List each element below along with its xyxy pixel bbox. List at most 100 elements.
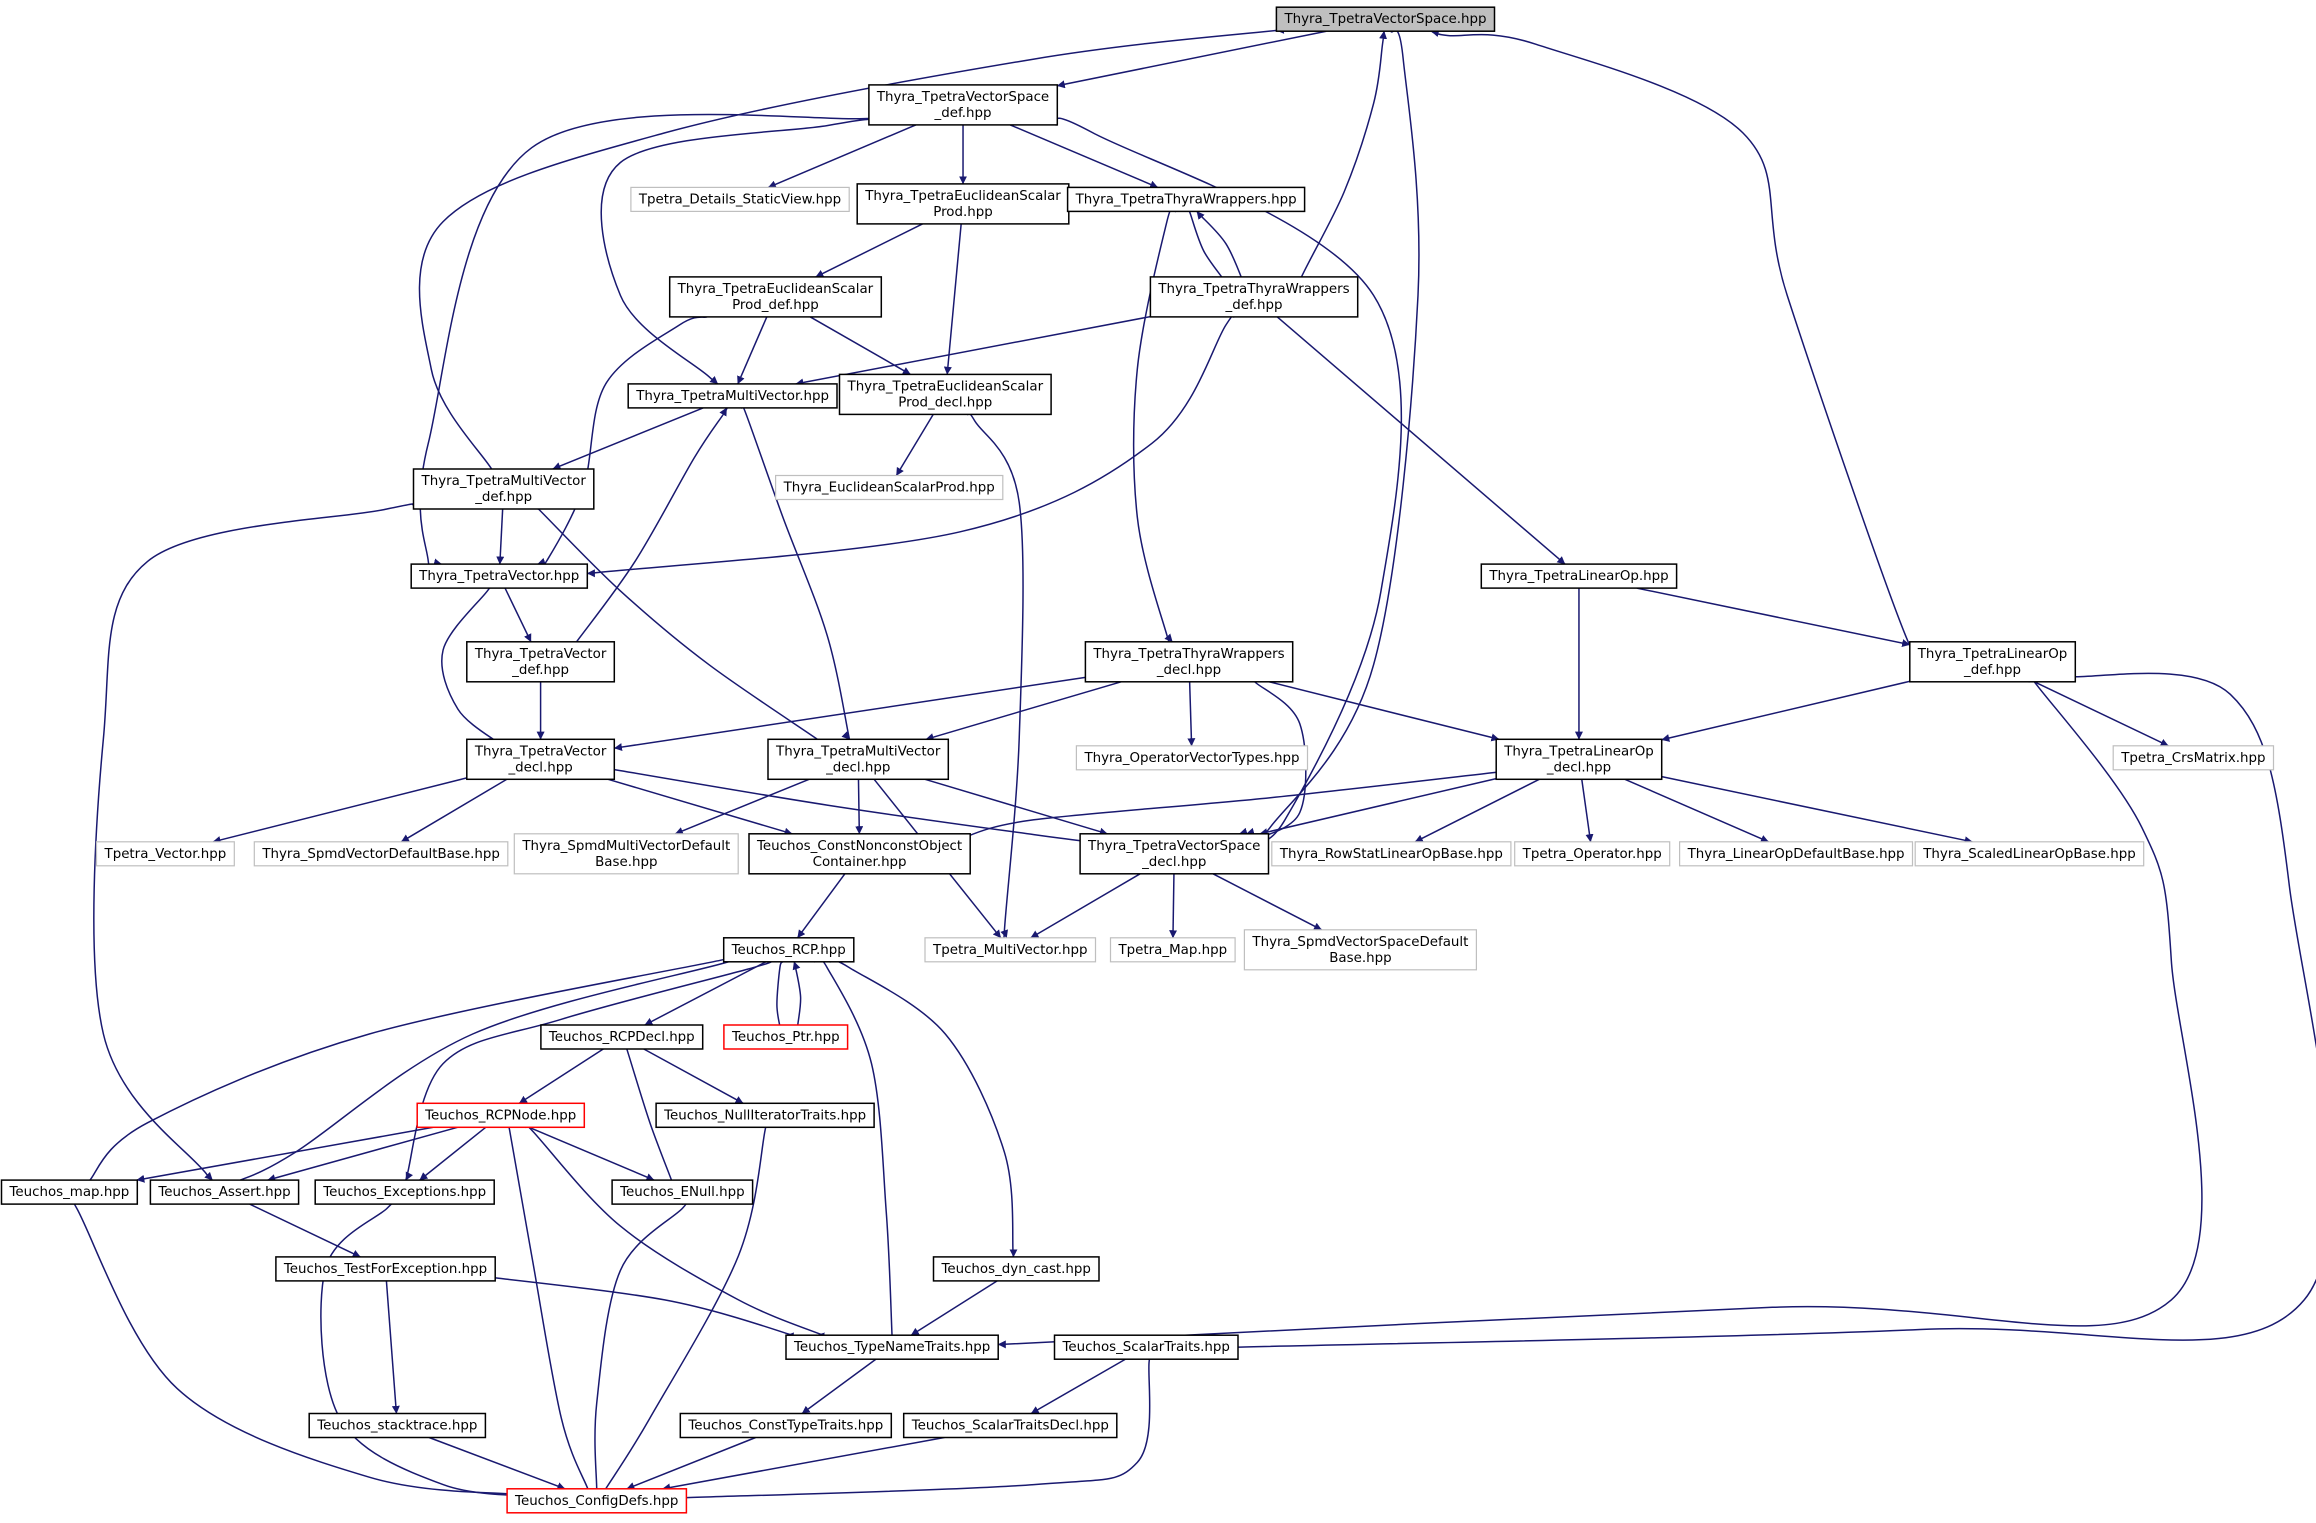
file-node-box — [410, 563, 589, 589]
file-node-box — [655, 1102, 875, 1129]
include-edge-tvsdef-to-ttw — [1009, 124, 1159, 189]
file-node-tvdef[interactable]: Thyra_TpetraVector_def.hpp — [466, 641, 616, 683]
file-node-label: Tpetra_Details_StaticView.hpp — [638, 192, 841, 207]
include-edge-tvsdef-to-tvsdecl — [1055, 117, 1403, 843]
file-node-label: Teuchos_dyn_cast.hpp — [940, 1262, 1091, 1277]
file-node-tmv[interactable]: Thyra_TpetraMultiVector.hpp — [627, 383, 838, 409]
file-node-rcpnode[interactable]: Teuchos_RCPNode.hpp — [416, 1102, 586, 1129]
file-node-tfe[interactable]: Teuchos_TestForException.hpp — [275, 1256, 496, 1282]
file-node-ttwdef[interactable]: Thyra_TpetraThyraWrappers_def.hpp — [1149, 276, 1359, 318]
include-edge-rcp-to-rcpdecl — [644, 961, 767, 1026]
file-node-label: Tpetra_MultiVector.hpp — [932, 943, 1088, 958]
file-node-box — [1109, 937, 1236, 963]
include-edge-tlodef-to-tvs — [1430, 29, 1928, 664]
file-node-label: Thyra_TpetraEuclideanScalar — [677, 282, 874, 297]
file-node-stack[interactable]: Teuchos_stacktrace.hpp — [308, 1412, 487, 1439]
file-node-tnt[interactable]: Teuchos_TypeNameTraits.hpp — [785, 1334, 999, 1360]
include-edge-tlodef-to-st — [1183, 672, 2316, 1352]
include-edge-exc-to-cfg — [320, 1201, 549, 1498]
file-node-box — [1079, 833, 1270, 875]
file-node-tlodef[interactable]: Thyra_TpetraLinearOp_def.hpp — [1909, 641, 2077, 683]
file-node-tpm[interactable]: Tpetra_Map.hpp — [1109, 937, 1236, 963]
file-node-ptr[interactable]: Teuchos_Ptr.hpp — [723, 1024, 849, 1050]
file-node-cfg[interactable]: Teuchos_ConfigDefs.hpp — [506, 1488, 688, 1514]
file-node-label: Teuchos_stacktrace.hpp — [316, 1419, 477, 1434]
file-node-tv[interactable]: Thyra_TpetraVector.hpp — [410, 563, 589, 589]
file-node-tmvdef[interactable]: Thyra_TpetraMultiVector_def.hpp — [412, 468, 595, 510]
file-node-box — [1075, 745, 1309, 771]
file-node-nit[interactable]: Teuchos_NullIteratorTraits.hpp — [655, 1102, 875, 1129]
include-edge-rcpnode-to-tnt — [522, 1121, 833, 1341]
file-node-label: Teuchos_ScalarTraitsDecl.hpp — [911, 1419, 1109, 1434]
file-node-rslob[interactable]: Thyra_RowStatLinearOpBase.hpp — [1271, 841, 1512, 867]
file-node-box — [314, 1179, 495, 1205]
file-node-ttw[interactable]: Thyra_TpetraThyraWrappers.hpp — [1066, 186, 1306, 213]
include-edge-ttwdecl-to-tlodecl — [1268, 681, 1500, 742]
include-edge-ttwdecl-to-tmvdecl — [925, 681, 1122, 741]
file-node-tvs[interactable]: Thyra_TpetraVectorSpace.hpp — [1275, 6, 1496, 32]
file-node-rcp[interactable]: Teuchos_RCP.hpp — [722, 937, 855, 963]
file-node-label: Teuchos_ConstNonconstObject — [756, 839, 962, 854]
file-node-tlo[interactable]: Thyra_TpetraLinearOp.hpp — [1480, 563, 1678, 589]
file-node-assert[interactable]: Teuchos_Assert.hpp — [149, 1179, 300, 1205]
file-node-label: _def.hpp — [474, 490, 532, 505]
file-node-label: Thyra_LinearOpDefaultBase.hpp — [1687, 847, 1905, 862]
file-node-label: Thyra_TpetraVectorSpace.hpp — [1283, 12, 1486, 27]
file-node-tmvdecl[interactable]: Thyra_TpetraMultiVector_decl.hpp — [767, 738, 950, 781]
include-edge-tvs-to-tvsdecl — [1245, 29, 1420, 843]
file-node-box — [95, 841, 235, 867]
file-node-box — [1480, 563, 1678, 589]
file-node-tvdecl[interactable]: Thyra_TpetraVector_decl.hpp — [466, 738, 616, 781]
file-node-label: Teuchos_ENull.hpp — [619, 1185, 745, 1200]
file-node-ovt[interactable]: Thyra_OperatorVectorTypes.hpp — [1075, 745, 1309, 771]
file-node-label: Teuchos_Assert.hpp — [157, 1185, 290, 1200]
file-node-enull[interactable]: Teuchos_ENull.hpp — [611, 1179, 754, 1205]
file-node-st[interactable]: Teuchos_ScalarTraits.hpp — [1053, 1334, 1239, 1360]
file-node-dyn[interactable]: Teuchos_dyn_cast.hpp — [932, 1256, 1100, 1282]
file-node-tpv[interactable]: Tpetra_Vector.hpp — [95, 841, 235, 867]
file-node-label: Teuchos_Ptr.hpp — [731, 1030, 840, 1045]
include-edge-tlodecl-to-lodb — [1624, 778, 1769, 843]
file-node-ttwdecl[interactable]: Thyra_TpetraThyraWrappers_decl.hpp — [1084, 641, 1294, 683]
file-node-label: _def.hpp — [511, 663, 569, 678]
file-node-box — [1243, 929, 1478, 971]
file-node-tpo[interactable]: Tpetra_Operator.hpp — [1514, 841, 1671, 867]
file-node-box — [902, 1412, 1118, 1439]
include-edge-ttw-to-ttwdecl — [1132, 206, 1177, 647]
file-node-slob[interactable]: Thyra_ScaledLinearOpBase.hpp — [1914, 841, 2145, 867]
file-node-tlodecl[interactable]: Thyra_TpetraLinearOp_decl.hpp — [1495, 738, 1663, 781]
file-node-label: _def.hpp — [1225, 298, 1283, 313]
include-edge-stack-to-cfg — [428, 1436, 566, 1490]
file-node-tpmv[interactable]: Tpetra_MultiVector.hpp — [924, 937, 1097, 963]
file-node-map[interactable]: Teuchos_map.hpp — [0, 1179, 139, 1205]
include-edge-rcp-to-map — [83, 953, 749, 1188]
file-node-esp[interactable]: Thyra_EuclideanScalarProd.hpp — [774, 474, 1004, 501]
include-edge-tvsdecl-to-svsdb — [1212, 873, 1322, 931]
file-node-box — [2112, 745, 2275, 771]
file-node-box — [668, 276, 883, 318]
include-edge-tvsdef-to-tdsv — [767, 124, 917, 189]
file-node-lodb[interactable]: Thyra_LinearOpDefaultBase.hpp — [1678, 841, 1914, 867]
include-edge-tlodecl-to-rslob — [1414, 778, 1540, 843]
file-node-tvsdef[interactable]: Thyra_TpetraVectorSpace_def.hpp — [868, 84, 1059, 126]
file-node-std[interactable]: Teuchos_ScalarTraitsDecl.hpp — [902, 1412, 1118, 1439]
include-edge-tmv-to-tmvdecl — [740, 403, 852, 748]
include-edge-tmvdef-to-tvs — [418, 25, 1302, 470]
file-node-ctt[interactable]: Teuchos_ConstTypeTraits.hpp — [679, 1412, 893, 1439]
include-edge-tvdecl-to-cnoc — [607, 778, 793, 836]
file-node-tdsv[interactable]: Tpetra_Details_StaticView.hpp — [630, 186, 850, 212]
include-edge-tesp-to-tespdef — [815, 223, 924, 278]
file-node-exc[interactable]: Teuchos_Exceptions.hpp — [314, 1179, 495, 1205]
file-node-tvsdecl[interactable]: Thyra_TpetraVectorSpace_decl.hpp — [1079, 833, 1270, 875]
file-node-crs[interactable]: Tpetra_CrsMatrix.hpp — [2112, 745, 2275, 771]
file-node-label: Thyra_TpetraVector — [474, 647, 607, 662]
file-node-rcpdecl[interactable]: Teuchos_RCPDecl.hpp — [540, 1024, 704, 1050]
file-node-svdb[interactable]: Thyra_SpmdVectorDefaultBase.hpp — [253, 841, 509, 867]
